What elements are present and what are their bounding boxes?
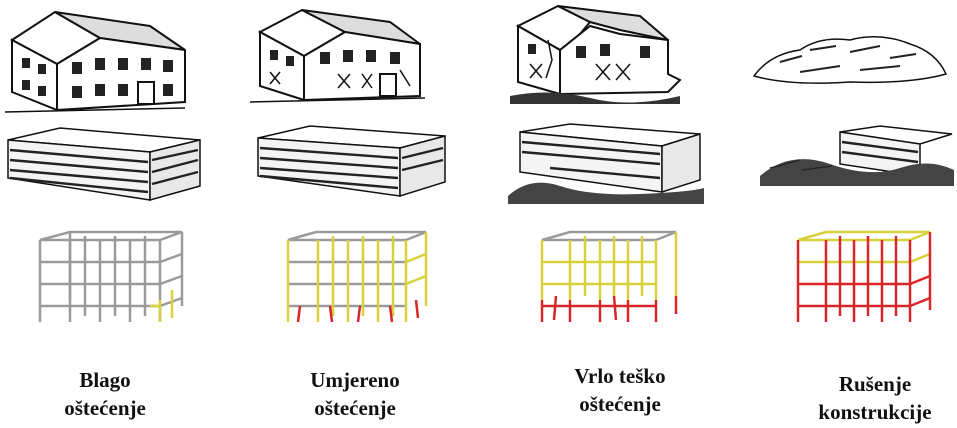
caption-line-1: Blago	[79, 368, 131, 392]
frame-model-slight	[38, 230, 184, 322]
stage-collapse: Rušenje konstrukcije	[740, 0, 957, 428]
caption-line-2: oštećenje	[579, 392, 661, 416]
moderate-damage-illustrations	[249, 8, 446, 323]
caption-line-1: Rušenje	[838, 372, 912, 396]
stage-moderate-damage: Umjereno oštećenje	[240, 0, 470, 428]
heavy-damage-illustrations	[508, 4, 704, 322]
caption-line-1: Vrlo teško	[574, 364, 666, 388]
masonry-house-cracked	[249, 8, 426, 103]
stage-caption: Umjereno oštećenje	[250, 366, 460, 422]
stage-slight-damage: Blago oštećenje	[0, 0, 230, 428]
stage-caption: Blago oštećenje	[0, 366, 210, 422]
masonry-house-collapsed	[752, 36, 948, 84]
rc-building-cracked	[257, 125, 446, 198]
caption-line-1: Umjereno	[310, 368, 400, 392]
caption-line-2: oštećenje	[314, 396, 396, 420]
stage-heavy-damage: Vrlo teško oštećenje	[490, 0, 720, 428]
frame-model-collapse	[796, 230, 932, 322]
slight-damage-illustrations	[4, 10, 201, 322]
rc-building-partially-collapsed	[508, 123, 704, 204]
caption-line-2: oštećenje	[64, 396, 146, 420]
rc-building-intact	[7, 127, 201, 201]
caption-line-2: konstrukcije	[818, 400, 932, 424]
masonry-house-heavily-damaged	[510, 4, 682, 104]
collapse-illustrations	[752, 36, 954, 322]
frame-model-heavy	[540, 230, 678, 322]
rc-building-collapsed	[760, 125, 954, 186]
frame-model-moderate	[286, 230, 428, 323]
stage-caption: Vrlo teško oštećenje	[515, 362, 725, 418]
stage-caption: Rušenje konstrukcije	[770, 370, 957, 426]
masonry-house-intact	[4, 10, 186, 113]
